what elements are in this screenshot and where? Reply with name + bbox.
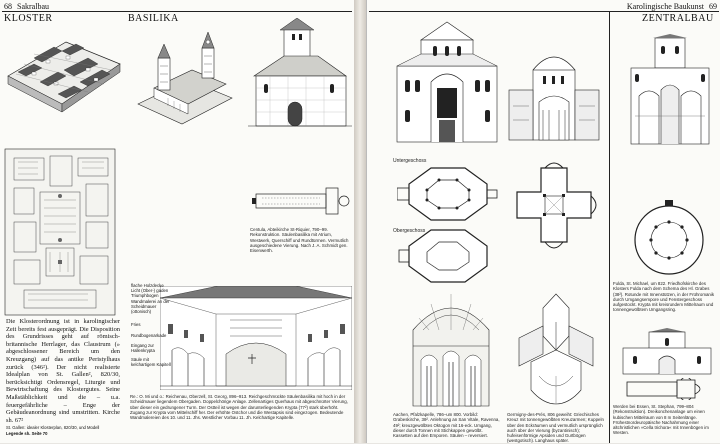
- right-header-rule: [369, 11, 719, 12]
- fulda-caption: Fulda, St. Michael, um 822. Friedhofskir…: [613, 281, 715, 313]
- st-gallen-legend: St. Gallen: idealer Klosterplan, 820/30,…: [6, 425, 100, 430]
- centula-caption: Centula, Abteikirche St-Riquier, 790–99.…: [250, 227, 349, 254]
- left-page: 68 Sakralbau KLOSTER BASILIKA: [0, 0, 355, 443]
- centula-ground-plan: [252, 186, 352, 216]
- monastery-model-illustration: [4, 24, 124, 120]
- aachen-upper-floor-plan: [397, 226, 499, 286]
- section-kloster: KLOSTER: [4, 13, 53, 24]
- left-running-head: Sakralbau: [17, 2, 49, 11]
- aachen-interior-perspective: [407, 290, 495, 408]
- fulda-ground-plan: [629, 200, 709, 280]
- label-wandmalerei: Wandmalerei an der Scheidmauer (ottonisc…: [131, 298, 170, 315]
- st-gallen-monastery-plan: [4, 148, 116, 316]
- left-page-number: 68: [4, 2, 12, 11]
- kloster-body-text: Die Klosterordnung ist in karolingischer…: [6, 318, 120, 424]
- right-page: Karolingische Baukunst 69 ZENTRALBAU: [366, 0, 720, 443]
- werden-caption: Werden bei Essen, St. Stephan, 799–804 (…: [613, 404, 709, 436]
- germigny-axonometric: [509, 292, 603, 408]
- book-gutter: [354, 0, 366, 443]
- reichenau-interior-section: [160, 286, 352, 390]
- right-page-number: 69: [709, 2, 717, 11]
- label-untergeschoss: Untergeschoss: [393, 158, 427, 164]
- label-fries: Fries: [131, 322, 141, 328]
- fulda-st-michael-section: [625, 34, 715, 146]
- aachen-caption: Aachen, Pfalzkapelle, 786–um 800. Vorbil…: [393, 412, 500, 439]
- label-eingang-hallenkrypta: Eingang zur Hallenkrypta: [131, 342, 155, 353]
- section-zentralbau: ZENTRALBAU: [642, 13, 714, 24]
- label-lichtgaden: Licht (Ober-) gaden: [131, 288, 169, 294]
- aachen-lower-floor-plan: [397, 162, 499, 224]
- reichenau-caption: Re.: O. Mi und o.: Reichenau, Oberzell, …: [130, 394, 348, 421]
- aachen-section-view: [505, 40, 603, 142]
- right-running-head: Karolingische Baukunst: [626, 2, 704, 11]
- legend-reference: Legende sh. Seite 70: [6, 431, 48, 436]
- germigny-caption: Germigny-des-Prés, 806 geweiht: Griechis…: [507, 412, 604, 444]
- label-saeule-kapitell: Säule mit kelchartigem Kapitell: [131, 357, 171, 368]
- left-header-rule: [2, 11, 352, 12]
- germigny-ground-plan: [505, 158, 603, 262]
- aachen-palatine-chapel-elevation: [391, 20, 503, 144]
- label-obergeschoss: Obergeschoss: [393, 228, 426, 234]
- reichenau-exterior-view: [248, 18, 352, 146]
- label-flache-holzdecke: flache Holzdecke: [131, 283, 164, 288]
- werden-st-stephan-section: [619, 328, 715, 376]
- centula-abbey-perspective: [128, 18, 248, 138]
- werden-ground-plan: [623, 378, 713, 400]
- label-triumphbogen: Triumphbogen: [131, 293, 159, 299]
- label-rundbogenarkade: Rundbogenarkade: [131, 333, 167, 339]
- column-divider: [609, 12, 610, 443]
- section-labels: flache Holzdecke Licht (Ober-) gaden Tri…: [131, 283, 171, 367]
- section-basilika: BASILIKA: [128, 13, 179, 24]
